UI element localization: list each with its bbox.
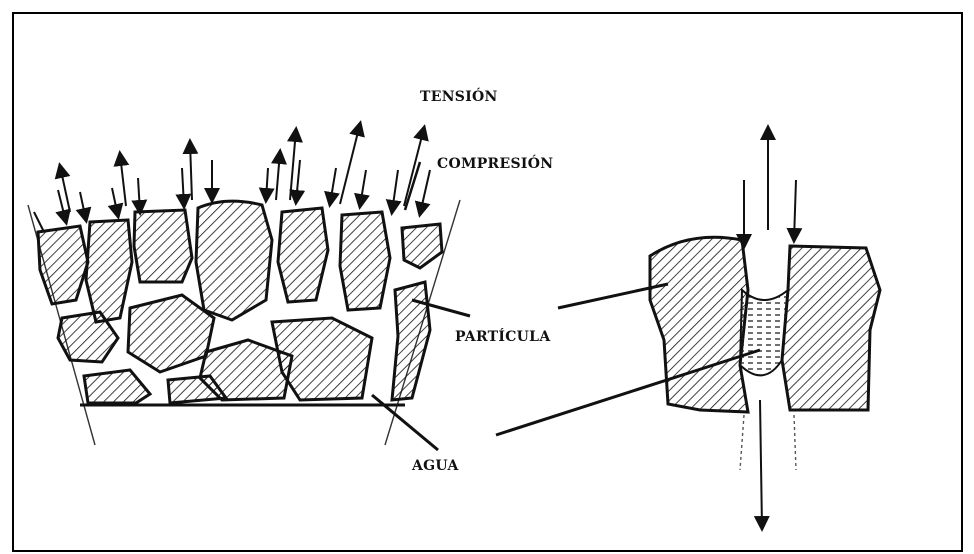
particles-left — [34, 201, 442, 403]
label-compresion: COMPRESIÓN — [437, 156, 553, 172]
leader-agua-left — [372, 395, 438, 450]
particle-left-detail — [650, 237, 748, 412]
particle — [134, 210, 192, 282]
particle — [38, 226, 88, 304]
label-tension: TENSIÓN — [420, 89, 498, 105]
particle — [392, 282, 430, 400]
particle — [84, 370, 150, 403]
particle — [402, 224, 442, 268]
particle — [278, 208, 328, 302]
particle-pair-detail — [650, 128, 880, 528]
particle-right-detail — [782, 246, 880, 410]
label-agua: AGUA — [412, 458, 459, 474]
soil-block-left — [28, 124, 460, 445]
particle — [86, 220, 132, 322]
particle — [196, 201, 272, 320]
particle — [128, 295, 214, 372]
water-bridge — [740, 290, 788, 375]
label-particula: PARTÍCULA — [455, 329, 550, 345]
particle — [340, 212, 390, 310]
